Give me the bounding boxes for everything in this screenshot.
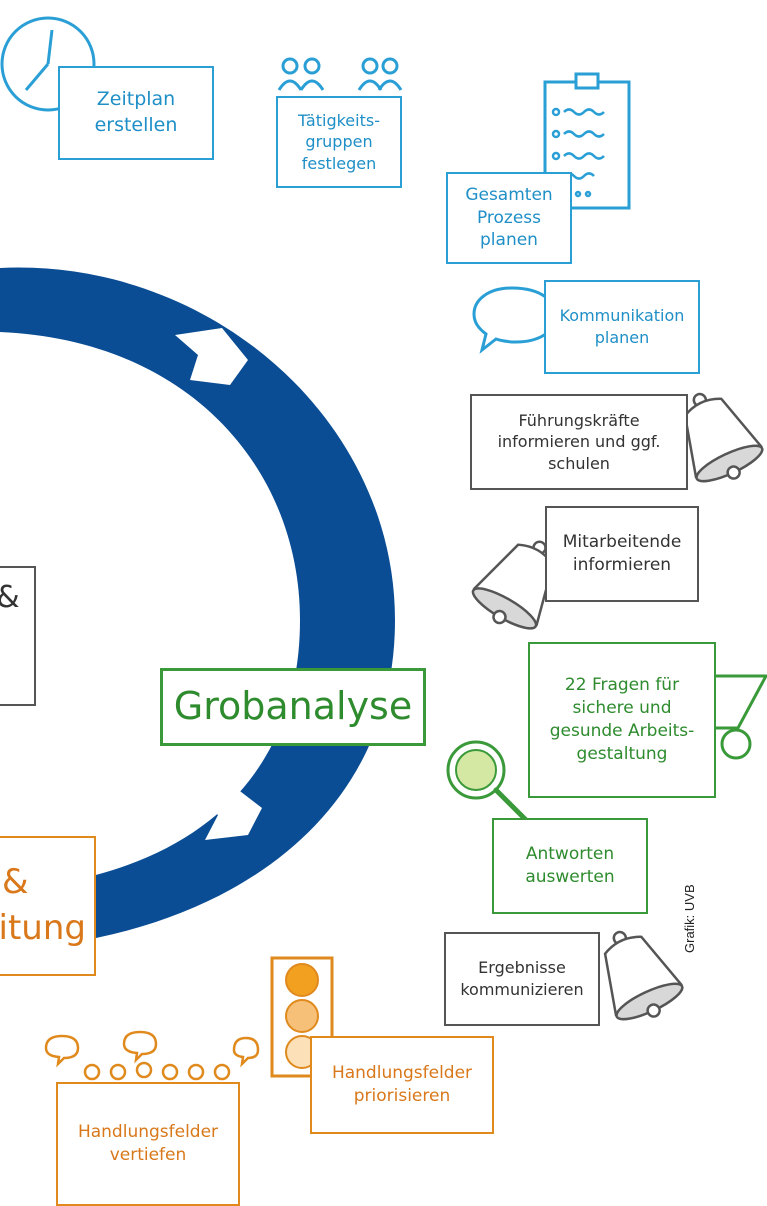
prozess-line-1: Gesamten [465, 184, 553, 205]
mitarbeitende-line-2: informieren [572, 555, 672, 575]
taetigkeit-line-3: festlegen [301, 153, 377, 173]
taetigkeit-line-1: Tätigkeits- [298, 110, 380, 130]
box-prozess: Gesamten Prozess planen [446, 172, 572, 264]
fragen-line-4: gestaltung [576, 743, 668, 764]
ergebnisse-line-2: kommunizieren [460, 980, 584, 999]
grobanalyse-label: Grobanalyse [173, 684, 413, 729]
bell-icon [471, 540, 555, 630]
antworten-line-1: Antworten [525, 844, 615, 865]
ring-arrow-lower [192, 785, 262, 840]
box-grobanalyse: Grobanalyse [160, 668, 426, 746]
priorisieren-line-1: Handlungsfelder [331, 1063, 473, 1084]
fuehrung-line-2: informieren und ggf. [497, 432, 661, 452]
box-left-gray-partial: & [0, 566, 36, 706]
image-credit: Grafik: UVB [682, 884, 697, 953]
bell-icon [603, 930, 684, 1021]
magnifier-icon [446, 740, 531, 825]
box-fragen: 22 Fragen für sichere und gesunde Arbeit… [528, 642, 716, 798]
kommunikation-line-1: Kommunikation [559, 306, 685, 326]
box-fuehrung: Führungskräfte informieren und ggf. schu… [470, 394, 688, 490]
left-gray-text: & [0, 578, 20, 619]
box-taetigkeit: Tätigkeits- gruppen festlegen [276, 96, 402, 188]
priorisieren-line-2: priorisieren [353, 1086, 451, 1106]
people-icon [277, 57, 403, 91]
bell-icon [683, 392, 764, 483]
box-kommunikation: Kommunikation planen [544, 280, 700, 374]
zeitplan-line-1: Zeitplan [96, 88, 176, 111]
antworten-line-2: auswerten [525, 867, 615, 887]
fuehrung-line-3: schulen [548, 453, 610, 473]
box-priorisieren: Handlungsfelder priorisieren [310, 1036, 494, 1134]
group-discussion-icon [44, 1030, 260, 1081]
left-orange-line-1: & [2, 862, 29, 903]
box-antworten: Antworten auswerten [492, 818, 648, 914]
fragen-line-1: 22 Fragen für [564, 675, 680, 696]
taetigkeit-line-2: gruppen [305, 132, 373, 152]
fragen-line-3: gesunde Arbeits- [549, 721, 695, 741]
kommunikation-line-2: planen [594, 328, 650, 347]
prozess-line-3: planen [480, 230, 538, 251]
fuehrung-line-1: Führungskräfte [518, 410, 640, 430]
vertiefen-line-2: vertiefen [109, 1145, 187, 1165]
fragen-line-2: sichere und [572, 698, 672, 719]
box-mitarbeitende: Mitarbeitende informieren [545, 506, 699, 602]
mitarbeitende-line-1: Mitarbeitende [562, 532, 682, 553]
checklist-icon [543, 72, 631, 210]
box-ergebnisse: Ergebnisse kommunizieren [444, 932, 600, 1026]
ergebnisse-line-1: Ergebnisse [478, 958, 566, 978]
vertiefen-line-1: Handlungsfelder [77, 1122, 219, 1143]
zeitplan-line-2: erstellen [94, 114, 178, 136]
box-vertiefen: Handlungsfelder vertiefen [56, 1082, 240, 1206]
prozess-line-2: Prozess [476, 207, 542, 228]
cycle-ring-band [0, 267, 395, 950]
box-left-orange-partial: & itung [0, 836, 96, 976]
left-orange-line-2: itung [0, 908, 86, 948]
box-zeitplan: Zeitplan erstellen [58, 66, 214, 160]
ring-arrow-upper [175, 328, 248, 385]
clock-icon [0, 16, 96, 112]
